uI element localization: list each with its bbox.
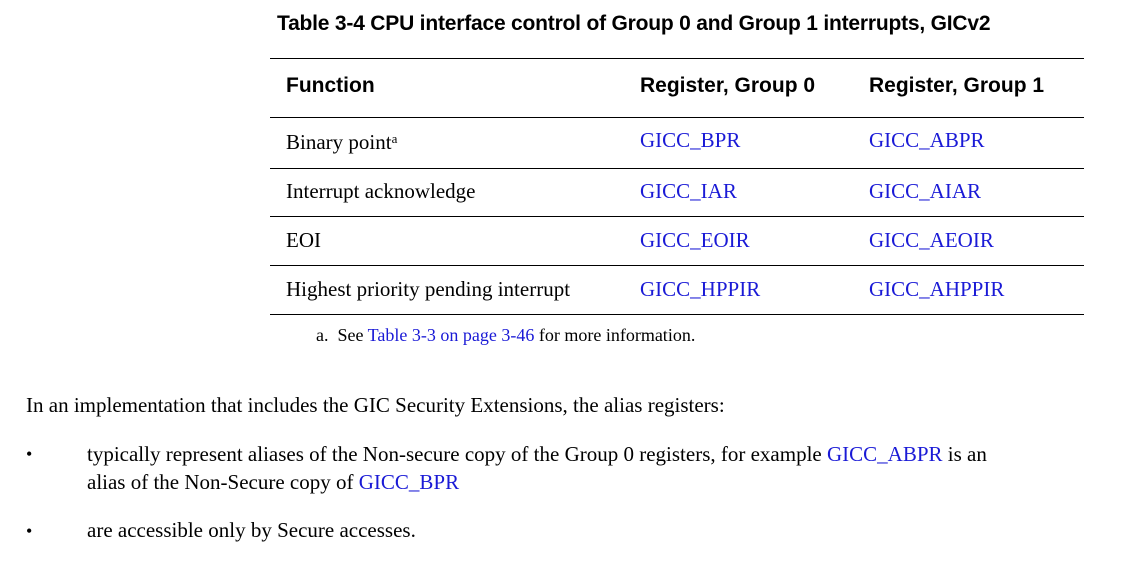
table-row-function: Interrupt acknowledge — [286, 179, 476, 203]
link-gicc-aeoir[interactable]: GICC_AEOIR — [869, 228, 994, 252]
row-rule — [270, 168, 1084, 169]
link-gicc-bpr-inline[interactable]: GICC_BPR — [358, 470, 460, 494]
footnote-mark[interactable]: a — [391, 131, 398, 146]
link-gicc-abpr[interactable]: GICC_ABPR — [869, 128, 985, 152]
table-row-function: EOI — [286, 228, 321, 252]
link-gicc-iar[interactable]: GICC_IAR — [640, 179, 737, 203]
footnote-prefix: See — [337, 325, 368, 345]
bullet-icon: • — [26, 444, 33, 464]
row-rule — [270, 216, 1084, 217]
table-top-rule — [270, 58, 1084, 59]
bullet-item-aliases: typically represent aliases of the Non-s… — [87, 440, 987, 496]
intro-paragraph: In an implementation that includes the G… — [26, 393, 725, 417]
function-text: Binary point — [286, 130, 392, 154]
header-rule — [270, 117, 1084, 118]
table-caption: Table 3-4 CPU interface control of Group… — [277, 12, 991, 35]
footnote-label: a. — [316, 325, 329, 345]
bullet-text: typically represent aliases of the Non-s… — [87, 442, 827, 466]
link-gicc-aiar[interactable]: GICC_AIAR — [869, 179, 982, 203]
table-row-function: Highest priority pending interrupt — [286, 277, 571, 301]
link-gicc-abpr-inline[interactable]: GICC_ABPR — [826, 442, 943, 466]
link-gicc-eoir[interactable]: GICC_EOIR — [640, 228, 750, 252]
table-row-function: Binary pointa — [286, 130, 397, 155]
bullet-icon: • — [26, 521, 33, 541]
header-group1: Register, Group 1 — [869, 74, 1045, 97]
link-table-3-3[interactable]: Table 3-3 on page 3-46 — [367, 325, 535, 345]
header-function: Function — [286, 74, 375, 97]
bullet-item-secure: are accessible only by Secure accesses. — [87, 518, 416, 542]
link-gicc-hppir[interactable]: GICC_HPPIR — [640, 277, 761, 301]
row-rule — [270, 265, 1084, 266]
bullet-text: alias of the Non-Secure copy of — [87, 470, 359, 494]
link-gicc-ahppir[interactable]: GICC_AHPPIR — [869, 277, 1005, 301]
link-gicc-bpr[interactable]: GICC_BPR — [640, 128, 741, 152]
header-group0: Register, Group 0 — [640, 74, 816, 97]
footnote-suffix: for more information. — [534, 325, 696, 345]
table-bottom-rule — [270, 314, 1084, 315]
bullet-text: is an — [942, 442, 987, 466]
table-footnote: a. See Table 3-3 on page 3-46 for more i… — [316, 325, 695, 346]
